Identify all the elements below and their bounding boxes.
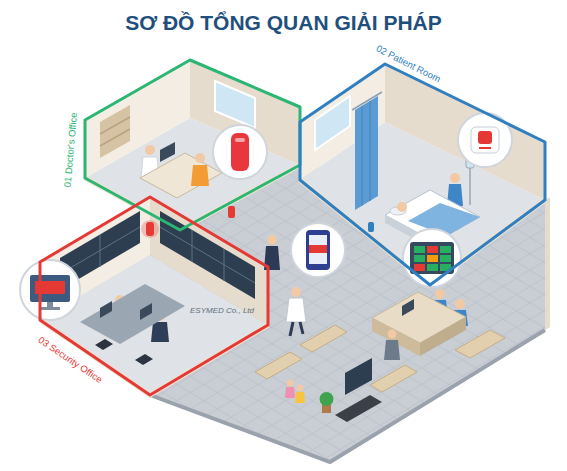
monitor-stand [47, 302, 53, 307]
status-cell [427, 246, 438, 253]
patient-body [191, 165, 209, 186]
monitor [140, 303, 152, 320]
window [215, 81, 255, 128]
call-button [478, 131, 492, 144]
shelf-line [100, 129, 130, 146]
title-bar: SƠ ĐỒ TỔNG QUAN GIẢI PHÁP [0, 11, 567, 35]
tv-screen [345, 358, 372, 395]
doctor-leg [300, 322, 303, 334]
phone-screen [309, 235, 327, 264]
curtain [355, 96, 378, 210]
room-outline [300, 64, 545, 285]
bench [455, 330, 505, 358]
doctor-leg [290, 322, 293, 336]
call-lamp [368, 222, 374, 232]
room-outline-group [300, 64, 545, 285]
status-cell [414, 255, 425, 262]
status-cell [427, 264, 438, 271]
chair [135, 354, 153, 365]
room-region: 03 Security Office [24, 192, 274, 404]
tv-stand [335, 395, 382, 422]
alarm-glow [141, 220, 159, 238]
monitor-base [40, 307, 60, 310]
status-cell [414, 264, 425, 271]
room-outline-group [85, 60, 300, 230]
monitor [402, 299, 414, 316]
room-outline-layer [24, 192, 274, 404]
bench [255, 352, 302, 379]
curtain-fold [362, 106, 363, 206]
receptionist-head [435, 289, 445, 299]
screen-divider [160, 227, 255, 283]
device-callout [403, 229, 461, 287]
screen-divider [60, 227, 140, 274]
device-callout [20, 260, 80, 320]
button-mark [479, 147, 491, 149]
alarm-light [146, 222, 154, 236]
speaker-highlight [235, 138, 245, 142]
monitor [100, 301, 112, 318]
receptionist-head [455, 299, 465, 309]
chair [95, 339, 113, 350]
bench [300, 325, 347, 352]
visitor-body [384, 340, 400, 360]
room-label: 03 Security Office [36, 335, 103, 385]
child-body [295, 392, 305, 403]
child-head [297, 385, 304, 392]
doctor-head [145, 145, 155, 155]
status-cell [440, 246, 451, 253]
room-outline-layer [55, 52, 305, 235]
patient-head [397, 202, 407, 212]
monitor [160, 142, 175, 162]
status-cell [427, 255, 438, 262]
tablet [410, 242, 454, 274]
visitor-head [267, 235, 277, 245]
nurse-head [450, 173, 460, 183]
alert-band [309, 245, 327, 253]
alarm-speaker [231, 133, 249, 171]
doctor-head [291, 287, 301, 297]
hall-wall [545, 197, 550, 330]
watermark: ESYMED Co., Ltd [190, 306, 254, 315]
child-head [287, 380, 294, 387]
room-region: 01 Doctor's Office [55, 52, 305, 235]
patient-head [195, 153, 205, 163]
status-cell [440, 255, 451, 262]
diagram-title: SƠ ĐỒ TỔNG QUAN GIẢI PHÁP [125, 11, 442, 35]
desk [140, 153, 222, 198]
call-button-base [471, 127, 499, 153]
device-callout [291, 223, 345, 277]
doctor-coat [286, 298, 306, 322]
room-outline [85, 60, 300, 230]
status-cell [414, 246, 425, 253]
room-wall [385, 64, 545, 200]
visitor-head [388, 330, 397, 339]
alarm-lamp [228, 206, 235, 218]
bookshelf [100, 105, 130, 158]
room-label: 01 Doctor's Office [62, 112, 78, 188]
room-region: 02 Patient Room [295, 40, 550, 290]
curtain-fold [370, 101, 371, 201]
pc-monitor [30, 275, 70, 302]
plant [320, 392, 334, 406]
room-outline-layer [295, 40, 550, 290]
guard-body [151, 322, 169, 342]
window [315, 96, 350, 150]
child-body [285, 387, 295, 398]
bench [370, 365, 417, 392]
phone [306, 230, 330, 270]
device-callout [213, 125, 267, 179]
control-desk [80, 284, 185, 344]
label-holder: ESYMED Co., Ltd [190, 299, 254, 317]
video-wall [160, 211, 255, 299]
